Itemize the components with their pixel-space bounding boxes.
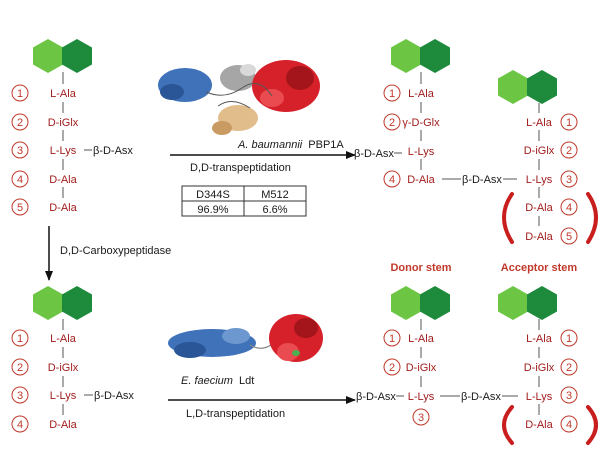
- bottom-donor-stem: 1 2 3 L-Ala D-iGlx L-Lys β-D-Asx β-D-Asx: [356, 286, 518, 426]
- bridge-asx: β-D-Asx: [93, 145, 133, 157]
- ldt-species: E. faecium: [181, 375, 233, 387]
- residue-number: 3: [17, 145, 23, 157]
- residue-number: 4: [566, 419, 572, 431]
- residue-number: 2: [389, 117, 395, 129]
- residue-d-ala: D-Ala: [525, 202, 553, 214]
- residue-number: 2: [566, 145, 572, 157]
- residue-d-iglx: D-iGlx: [524, 145, 555, 157]
- ldt-name: Ldt: [239, 375, 254, 387]
- residue-number: 4: [17, 419, 23, 431]
- pbp-name: PBP1A: [308, 139, 344, 151]
- residue-l-lys: L-Lys: [50, 390, 77, 402]
- reaction-dd-transpeptidation: D,D-transpeptidation: [190, 162, 291, 174]
- ldt-caption: E. faecium Ldt: [181, 375, 254, 387]
- bridge-asx: β-D-Asx: [461, 391, 501, 403]
- residue-d-iglx: D-iGlx: [48, 362, 79, 374]
- bridge-asx: β-D-Asx: [462, 174, 502, 186]
- residue-number: 4: [389, 174, 395, 186]
- residue-number: 1: [17, 333, 23, 345]
- nam-sugar-icon: [527, 286, 557, 320]
- nam-sugar-icon: [62, 286, 92, 320]
- residue-number: 5: [566, 231, 572, 243]
- residue-number: 2: [17, 117, 23, 129]
- residue-d-iglx: D-iGlx: [524, 362, 555, 374]
- optional-bracket-left: [502, 192, 514, 244]
- optional-bracket-left: [502, 405, 514, 445]
- residue-d-ala: D-Ala: [49, 174, 77, 186]
- ldt-structure-image: [168, 314, 323, 362]
- bridge-asx: β-D-Asx: [356, 391, 396, 403]
- residue-l-ala: L-Ala: [408, 333, 435, 345]
- residue-d-ala: D-Ala: [49, 419, 77, 431]
- top-donor-stem: 1 2 4 L-Ala γ-D-Glx L-Lys D-Ala β-D-Asx …: [354, 39, 517, 188]
- nag-sugar-icon: [498, 70, 528, 104]
- residue-number: 3: [17, 390, 23, 402]
- residue-number: 2: [17, 362, 23, 374]
- nam-sugar-icon: [527, 70, 557, 104]
- residue-number: 1: [389, 88, 395, 100]
- residue-number: 3: [418, 412, 424, 424]
- residue-d-iglx: D-iGlx: [48, 117, 79, 129]
- residue-gamma-d-glx: γ-D-Glx: [402, 117, 440, 129]
- bottom-left-stem: 1 2 3 4 L-Ala D-iGlx L-Lys D-Ala β-D-Asx: [11, 286, 134, 433]
- pbp-caption: A. baumannii PBP1A: [237, 139, 344, 151]
- nag-sugar-icon: [33, 39, 63, 73]
- donor-stem-label: Donor stem: [390, 262, 451, 274]
- top-left-stem: 1 2 3 4 5 L-Ala D-iGlx L-Lys D-Ala D-Ala…: [11, 39, 133, 216]
- residue-d-ala: D-Ala: [49, 202, 77, 214]
- optional-bracket-right: [586, 405, 598, 445]
- residue-number: 1: [566, 117, 572, 129]
- residue-number: 1: [566, 333, 572, 345]
- optional-bracket-right: [586, 192, 598, 244]
- residue-l-ala: L-Ala: [50, 333, 77, 345]
- residue-l-lys: L-Lys: [50, 145, 77, 157]
- residue-number: 2: [389, 362, 395, 374]
- reaction-dd-carboxypeptidase: D,D-Carboxypeptidase: [60, 245, 171, 257]
- residue-d-ala: D-Ala: [407, 174, 435, 186]
- nam-sugar-icon: [62, 39, 92, 73]
- table-header: M512: [261, 189, 289, 201]
- residue-number: 4: [17, 174, 23, 186]
- table-cell: 6.6%: [262, 204, 287, 216]
- residue-l-lys: L-Lys: [526, 391, 553, 403]
- mutant-activity-table: D344S M512 96.9% 6.6%: [181, 185, 307, 217]
- residue-number: 4: [566, 202, 572, 214]
- residue-number: 1: [17, 88, 23, 100]
- residue-d-iglx: D-iGlx: [406, 362, 437, 374]
- residue-d-ala: D-Ala: [525, 231, 553, 243]
- residue-l-ala: L-Ala: [50, 88, 77, 100]
- residue-l-ala: L-Ala: [526, 333, 553, 345]
- top-acceptor-stem: 1 2 3 4 5 L-Ala D-iGlx L-Lys D-Ala D-Ala: [498, 70, 598, 245]
- residue-d-ala: D-Ala: [525, 419, 553, 431]
- nag-sugar-icon: [33, 286, 63, 320]
- nag-sugar-icon: [391, 39, 421, 73]
- residue-l-lys: L-Lys: [408, 391, 435, 403]
- acceptor-stem-label: Acceptor stem: [501, 262, 578, 274]
- nam-sugar-icon: [420, 286, 450, 320]
- residue-number: 5: [17, 202, 23, 214]
- table-cell: 96.9%: [197, 204, 228, 216]
- residue-l-lys: L-Lys: [408, 146, 435, 158]
- residue-number: 2: [566, 362, 572, 374]
- table-header: D344S: [196, 189, 230, 201]
- residue-l-lys: L-Lys: [526, 174, 553, 186]
- active-site-icon: [292, 350, 300, 356]
- bridge-asx: β-D-Asx: [354, 148, 394, 160]
- residue-number: 3: [566, 174, 572, 186]
- pbp-species: A. baumannii: [237, 139, 303, 151]
- residue-l-ala: L-Ala: [526, 117, 553, 129]
- pbp1a-structure-image: [158, 60, 320, 135]
- residue-number: 3: [566, 390, 572, 402]
- residue-number: 1: [389, 333, 395, 345]
- bridge-asx: β-D-Asx: [94, 390, 134, 402]
- nag-sugar-icon: [391, 286, 421, 320]
- reaction-ld-transpeptidation: L,D-transpeptidation: [186, 408, 285, 420]
- residue-l-ala: L-Ala: [408, 88, 435, 100]
- nag-sugar-icon: [498, 286, 528, 320]
- bottom-acceptor-stem: 1 2 3 4 L-Ala D-iGlx L-Lys D-Ala: [498, 286, 598, 445]
- nam-sugar-icon: [420, 39, 450, 73]
